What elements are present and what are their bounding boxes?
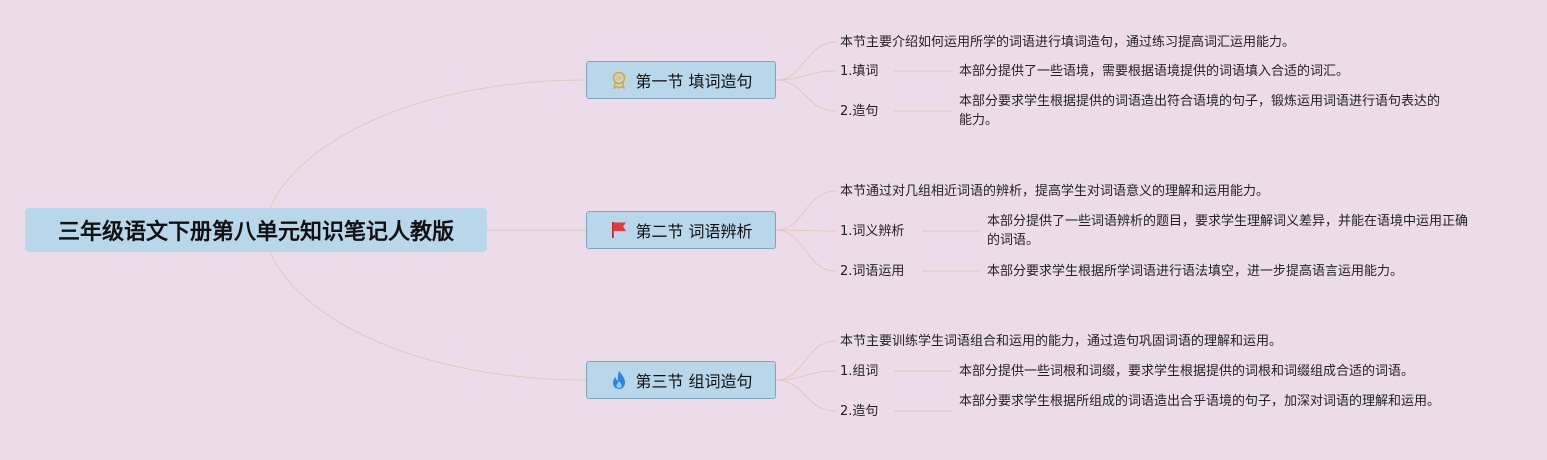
link-s1-item2 bbox=[775, 79, 837, 112]
section-3-item-2-desc: 本部分要求学生根据所组成的词语造出合乎语境的句子，加深对词语的理解和运用。 bbox=[959, 394, 1441, 409]
link-root-section-1 bbox=[269, 79, 587, 209]
link-s3-item2 bbox=[775, 379, 837, 412]
link-s1-item1 bbox=[775, 70, 837, 81]
link-s3-item1 bbox=[775, 370, 837, 381]
section-2-item-2-label: 2.词语运用 bbox=[840, 264, 905, 279]
link-s2-item2 bbox=[775, 229, 837, 272]
section-3-title: 第三节 组词造句 bbox=[635, 372, 753, 391]
flame-icon bbox=[609, 370, 629, 390]
section-3-item-1-label: 1.组词 bbox=[840, 364, 879, 379]
section-2-topic[interactable]: 第二节 词语辨析 bbox=[586, 211, 776, 249]
section-3-item-1-desc: 本部分提供一些词根和词缀，要求学生根据提供的词根和词缀组成合适的词语。 bbox=[959, 364, 1415, 379]
link-s2-summary bbox=[775, 190, 837, 231]
link-s1-summary bbox=[775, 41, 837, 81]
link-s3-summary bbox=[775, 340, 837, 381]
section-3-summary: 本节主要训练学生词语组合和运用的能力，通过造句巩固词语的理解和运用。 bbox=[840, 334, 1283, 349]
section-1-item-2-desc: 本部分要求学生根据提供的词语造出符合语境的句子，锻炼运用词语进行语句表达的能力。 bbox=[959, 94, 1441, 128]
section-1-title: 第一节 填词造句 bbox=[635, 72, 753, 91]
section-1-item-1-label: 1.填词 bbox=[840, 64, 879, 79]
section-1-item-1-desc: 本部分提供了一些语境，需要根据语境提供的词语填入合适的词汇。 bbox=[959, 64, 1350, 79]
section-1-item-2-label: 2.造句 bbox=[840, 104, 879, 119]
link-s2-item1 bbox=[775, 229, 837, 232]
section-1-summary: 本节主要介绍如何运用所学的词语进行填词造句，通过练习提高词汇运用能力。 bbox=[840, 35, 1296, 50]
section-2-item-1-label: 1.词义辨析 bbox=[840, 224, 905, 239]
root-title: 三年级语文下册第八单元知识笔记人教版 bbox=[57, 220, 454, 245]
link-root-section-3 bbox=[269, 251, 587, 381]
red-flag-icon bbox=[609, 220, 629, 240]
section-2-item-1-desc: 本部分提供了一些词语辨析的题目，要求学生理解词义差异，并能在语境中运用正确的词语… bbox=[987, 214, 1469, 248]
award-medal-icon bbox=[609, 70, 629, 90]
root-topic[interactable]: 三年级语文下册第八单元知识笔记人教版 bbox=[25, 208, 487, 252]
section-1-topic[interactable]: 第一节 填词造句 bbox=[586, 61, 776, 99]
section-2-item-2-desc: 本部分要求学生根据所学词语进行语法填空，进一步提高语言运用能力。 bbox=[987, 264, 1404, 279]
section-2-title: 第二节 词语辨析 bbox=[635, 222, 753, 241]
section-2-summary: 本节通过对几组相近词语的辨析，提高学生对词语意义的理解和运用能力。 bbox=[840, 184, 1270, 199]
section-3-topic[interactable]: 第三节 组词造句 bbox=[586, 361, 776, 399]
section-3-item-2-label: 2.造句 bbox=[840, 404, 879, 419]
